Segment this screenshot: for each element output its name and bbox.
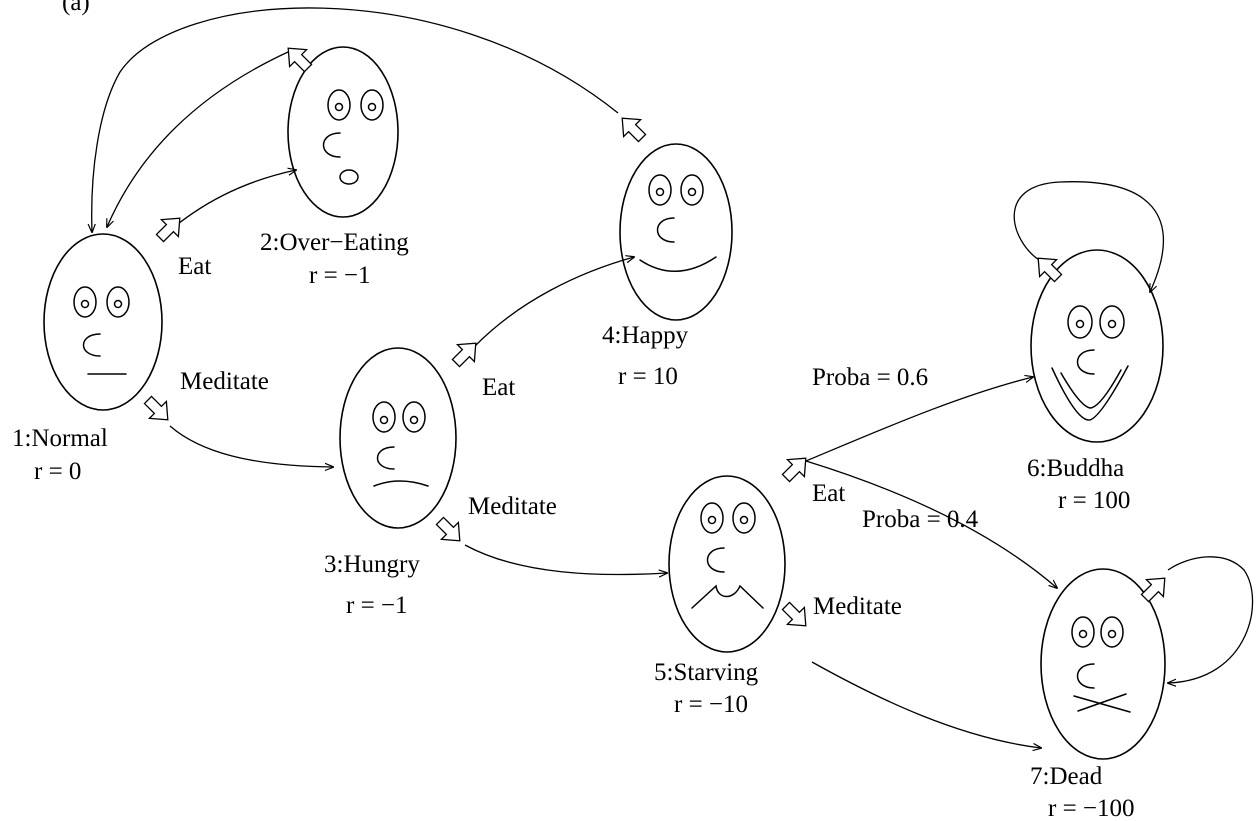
action-arrow-return-2 bbox=[287, 47, 313, 73]
action-arrow-eat-3 bbox=[451, 342, 477, 368]
state-3-name: 3:Hungry bbox=[324, 551, 420, 578]
state-2-face[interactable] bbox=[287, 46, 399, 218]
action-arrow-eat-5 bbox=[781, 457, 807, 483]
state-5-reward: r = −10 bbox=[674, 691, 748, 718]
action-arrow-meditate-3 bbox=[435, 516, 461, 542]
edge-5-eat-7 bbox=[805, 460, 1057, 588]
state-5-face[interactable] bbox=[668, 475, 786, 653]
state-2-reward: r = −1 bbox=[309, 262, 371, 289]
probability-label-dead: Proba = 0.4 bbox=[862, 506, 979, 533]
action-arrow-meditate-5 bbox=[781, 601, 807, 627]
state-7-reward: r = −100 bbox=[1048, 795, 1135, 821]
state-3-face[interactable] bbox=[339, 347, 457, 529]
state-7-face[interactable] bbox=[1040, 568, 1166, 760]
state-4-name: 4:Happy bbox=[602, 322, 689, 349]
state-4-face[interactable] bbox=[619, 143, 733, 321]
action-label-eat-1: Eat bbox=[178, 253, 211, 280]
action-arrow-eat-1 bbox=[155, 217, 181, 243]
state-1-name: 1:Normal bbox=[12, 425, 108, 452]
state-2-name: 2:Over−Eating bbox=[260, 229, 409, 256]
state-1-reward: r = 0 bbox=[34, 458, 81, 485]
edge-3-eat-4 bbox=[473, 257, 634, 348]
state-4-reward: r = 10 bbox=[618, 363, 678, 390]
action-label-meditate-5: Meditate bbox=[813, 593, 902, 620]
figure-label: (a) bbox=[62, 0, 90, 16]
state-3-reward: r = −1 bbox=[346, 592, 408, 619]
state-6-face[interactable] bbox=[1030, 249, 1164, 443]
action-arrow-meditate-1 bbox=[143, 395, 169, 421]
action-arrow-return-4 bbox=[621, 117, 647, 143]
edge-3-meditate-5 bbox=[464, 544, 667, 575]
action-label-meditate-3: Meditate bbox=[468, 493, 557, 520]
state-1-face[interactable] bbox=[43, 233, 163, 411]
edge-1-eat-2 bbox=[167, 170, 296, 233]
edge-5-meditate-7 bbox=[811, 661, 1041, 748]
state-7-name: 7:Dead bbox=[1030, 763, 1103, 790]
edge-7-self bbox=[1168, 556, 1254, 683]
edge-2-return-1 bbox=[107, 51, 289, 227]
state-6-name: 6:Buddha bbox=[1027, 455, 1124, 482]
action-label-eat-5: Eat bbox=[812, 480, 845, 507]
edge-1-meditate-3 bbox=[169, 425, 333, 467]
action-label-eat-3: Eat bbox=[482, 374, 515, 401]
action-arrow-self-7 bbox=[1140, 577, 1166, 603]
edge-5-eat-6 bbox=[805, 377, 1033, 462]
edge-6-self bbox=[1013, 181, 1165, 292]
state-6-reward: r = 100 bbox=[1058, 487, 1130, 514]
probability-label-buddha: Proba = 0.6 bbox=[812, 364, 928, 391]
edge-4-return-1 bbox=[92, 7, 619, 232]
action-label-meditate-1: Meditate bbox=[180, 368, 269, 395]
action-arrow-self-6 bbox=[1037, 257, 1063, 283]
state-5-name: 5:Starving bbox=[654, 659, 759, 686]
